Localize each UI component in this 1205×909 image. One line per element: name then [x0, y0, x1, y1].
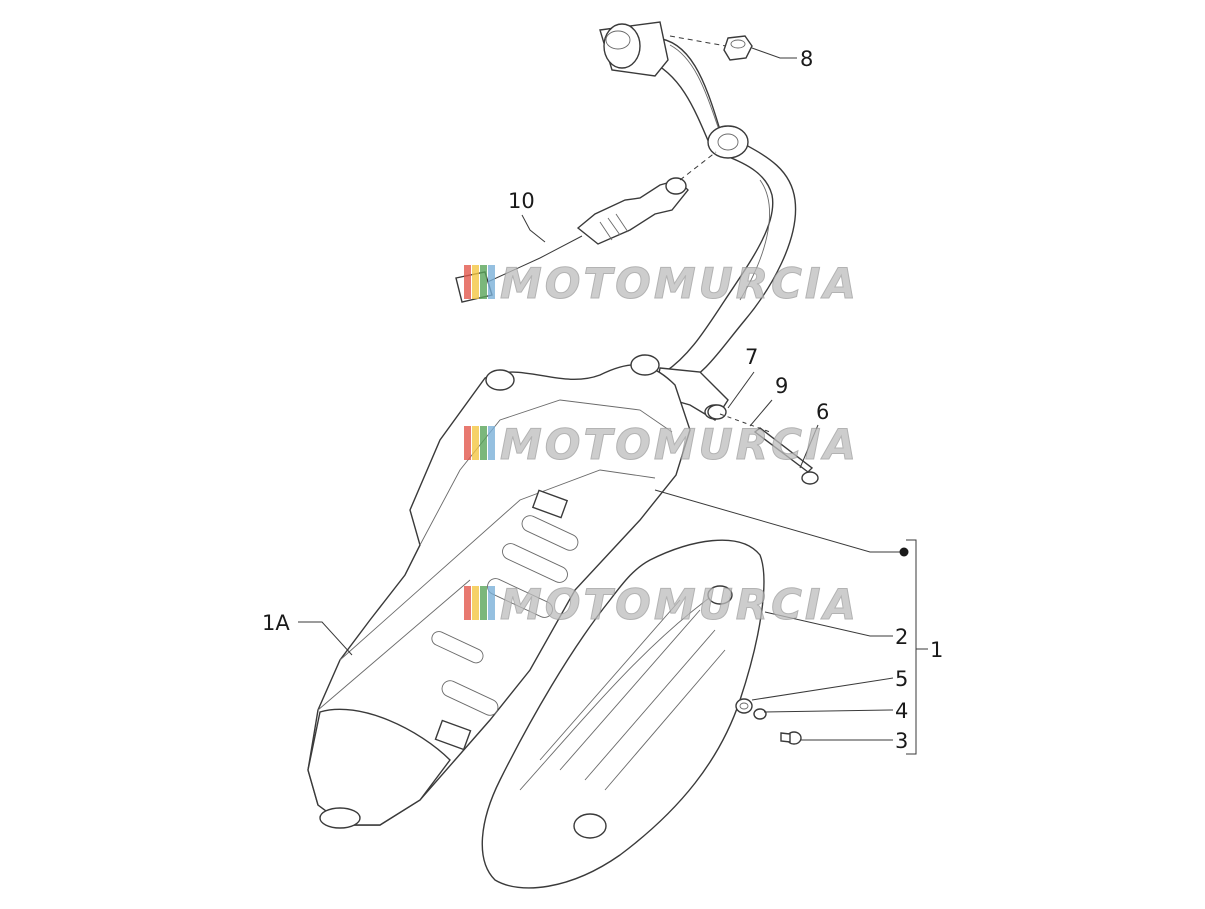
- watermark-stripe: [480, 265, 487, 299]
- callout-7: 7: [745, 345, 758, 369]
- washer-7: [707, 404, 727, 420]
- muffler: [307, 354, 691, 829]
- screw-3: [780, 731, 802, 745]
- callout-4: 4: [895, 699, 908, 723]
- callout-2: 2: [895, 625, 908, 649]
- watermark-stripe: [472, 586, 479, 620]
- watermark-stripe: [488, 426, 495, 460]
- watermark-2: MOTOMURCIA: [464, 420, 859, 470]
- watermark-stripe: [480, 586, 487, 620]
- bolt: [753, 427, 819, 485]
- callout-9: 9: [775, 374, 788, 398]
- watermark-stripe: [488, 265, 495, 299]
- watermark-text: MOTOMURCIA: [500, 259, 859, 308]
- watermark-3: MOTOMURCIA: [464, 580, 859, 630]
- washer-4: [753, 708, 767, 720]
- watermark-stripe: [464, 265, 471, 299]
- leader-lines: [298, 35, 928, 755]
- watermark-stripe: [464, 426, 471, 460]
- watermark-stripe: [472, 265, 479, 299]
- callout-10: 10: [508, 189, 535, 213]
- callouts: 8 10 7 9 6 1A 2 5 4 3 1: [262, 47, 943, 753]
- callout-3: 3: [895, 729, 908, 753]
- callout-8: 8: [800, 47, 813, 71]
- washer-5: [735, 698, 753, 714]
- watermark-1: MOTOMURCIA: [464, 259, 859, 309]
- heat-guard: [481, 539, 765, 889]
- callout-1: 1: [930, 638, 943, 662]
- watermark-stripe: [488, 586, 495, 620]
- callout-5: 5: [895, 667, 908, 691]
- watermark-stripe: [472, 426, 479, 460]
- watermark-text: MOTOMURCIA: [500, 580, 859, 629]
- watermark-text: MOTOMURCIA: [500, 420, 859, 469]
- flange-nut: [723, 35, 753, 61]
- watermark-stripe: [480, 426, 487, 460]
- callout-1A: 1A: [262, 611, 290, 635]
- watermark-stripe: [464, 586, 471, 620]
- callout-6: 6: [816, 400, 829, 424]
